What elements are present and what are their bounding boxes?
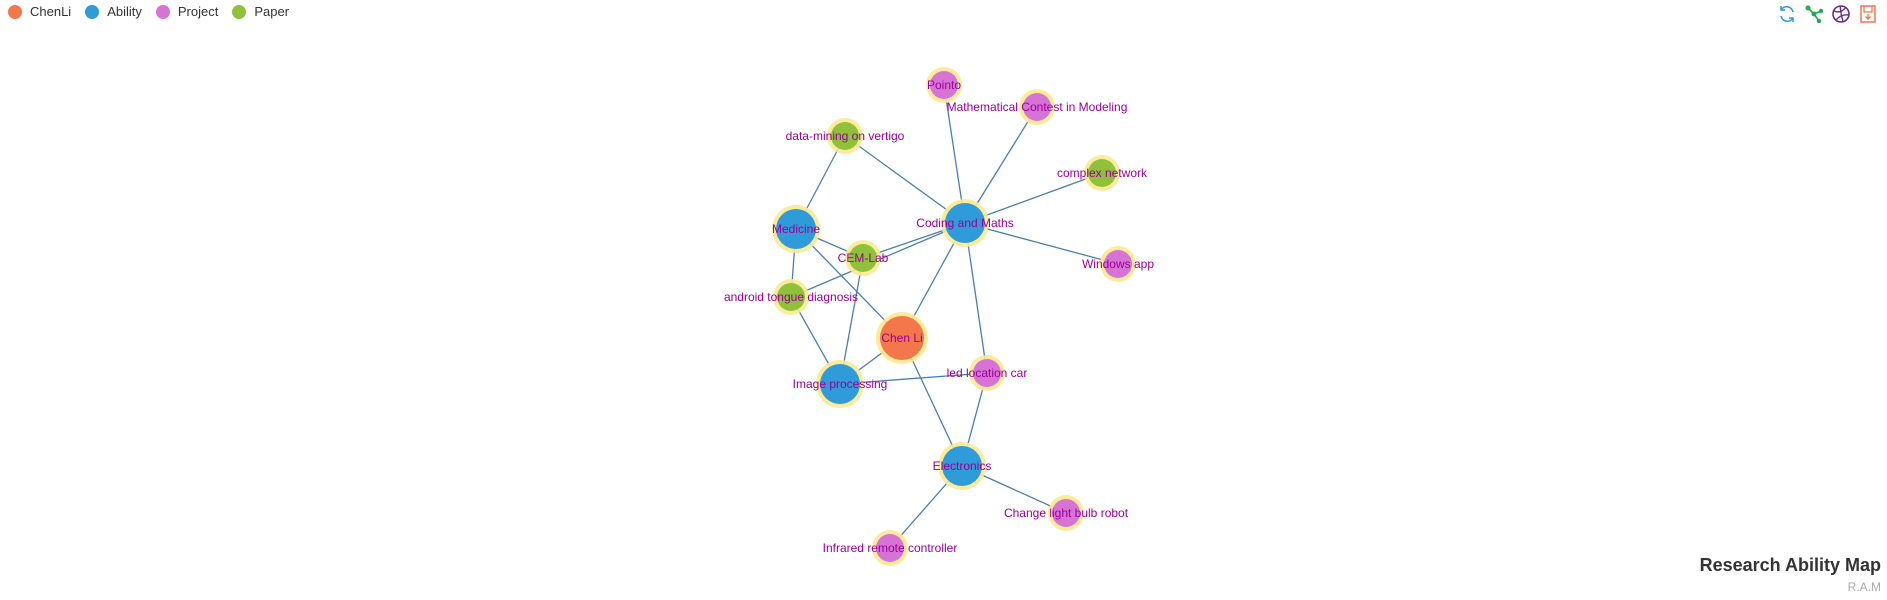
graph-node-complex[interactable]: complex network (1057, 155, 1148, 191)
graph-link-coding-windows (964, 222, 1119, 265)
chord-icon (1832, 5, 1850, 23)
node-circle (1088, 159, 1116, 187)
node-circle (849, 244, 877, 272)
node-label: Change light bulb robot (1004, 506, 1129, 520)
node-label: android tongue diagnosis (724, 290, 858, 304)
graph-link-image-led (839, 372, 988, 385)
node-label: Image processing (793, 377, 888, 391)
graph-node-electronics[interactable]: Electronics (933, 442, 992, 490)
node-label: Coding and Maths (916, 216, 1013, 230)
node-label: data-mining on vertigo (786, 129, 905, 143)
save-image-icon (1860, 5, 1876, 23)
graph-node-pointo[interactable]: Pointo (926, 67, 962, 103)
legend-dot-icon (155, 4, 170, 19)
node-label: Electronics (933, 459, 992, 473)
legend-label: Ability (107, 4, 142, 19)
graph-link-coding-vertigo (844, 135, 966, 224)
node-label: Windows app (1082, 257, 1154, 271)
graph-node-windows[interactable]: Windows app (1082, 246, 1154, 282)
refresh-button[interactable] (1776, 3, 1798, 25)
node-circle (1023, 93, 1051, 121)
legend-label: Project (177, 4, 219, 19)
graph-link-coding-complex (964, 172, 1103, 224)
graph-link-coding-led (964, 222, 988, 374)
node-circle (776, 209, 816, 249)
chord-button[interactable] (1830, 3, 1852, 25)
graph-node-medicine[interactable]: Medicine (772, 205, 820, 253)
node-label: Medicine (772, 222, 820, 236)
force-layout-icon (1805, 5, 1824, 24)
legend: ChenLi Ability Project Paper (8, 4, 303, 19)
node-circle (777, 283, 805, 311)
legend-item-project[interactable]: Project (155, 4, 219, 19)
legend-item-chenli[interactable]: ChenLi (8, 4, 71, 19)
chart-subtitle: R.A.M (1847, 580, 1881, 594)
node-circle (880, 316, 924, 360)
save-image-button[interactable] (1857, 3, 1879, 25)
node-circle (1104, 250, 1132, 278)
legend-dot-icon (8, 4, 22, 19)
graph-node-bulb[interactable]: Change light bulb robot (1004, 495, 1129, 531)
node-label: CEM-Lab (838, 251, 889, 265)
graph-node-cem[interactable]: CEM-Lab (838, 240, 889, 276)
toolbox (1771, 3, 1879, 25)
node-label: complex network (1057, 166, 1148, 180)
graph-node-chenli[interactable]: Chen Li (876, 312, 928, 364)
node-circle (973, 359, 1001, 387)
legend-dot-icon (232, 4, 247, 19)
chart-title: Research Ability Map (1699, 555, 1881, 575)
node-label: Chen Li (881, 331, 922, 345)
force-layout-button[interactable] (1803, 3, 1825, 25)
graph-node-image[interactable]: Image processing (793, 360, 888, 408)
legend-label: Paper (254, 4, 290, 19)
node-circle (945, 203, 985, 243)
node-circle (930, 71, 958, 99)
legend-label: ChenLi (30, 4, 72, 19)
legend-item-ability[interactable]: Ability (85, 4, 142, 19)
node-label: led location car (947, 366, 1028, 380)
node-circle (831, 122, 859, 150)
node-circle (942, 446, 982, 486)
node-label: Pointo (927, 78, 961, 92)
refresh-icon (1780, 6, 1794, 22)
legend-item-paper[interactable]: Paper (232, 4, 289, 19)
graph-node-tongue[interactable]: android tongue diagnosis (724, 279, 858, 315)
legend-dot-icon (85, 4, 100, 19)
graph-node-led[interactable]: led location car (947, 355, 1028, 391)
node-label: Mathematical Contest in Modeling (947, 100, 1128, 114)
graph-node-coding[interactable]: Coding and Maths (916, 199, 1014, 247)
node-label: Infrared remote controller (823, 541, 958, 555)
node-circle (876, 534, 904, 562)
graph-node-infrared[interactable]: Infrared remote controller (823, 530, 958, 566)
node-circle (820, 364, 860, 404)
graph-node-vertigo[interactable]: data-mining on vertigo (786, 118, 905, 154)
title-block: Research Ability Map R.A.M (1700, 555, 1881, 594)
node-circle (1052, 499, 1080, 527)
graph-node-mcm[interactable]: Mathematical Contest in Modeling (947, 89, 1128, 125)
